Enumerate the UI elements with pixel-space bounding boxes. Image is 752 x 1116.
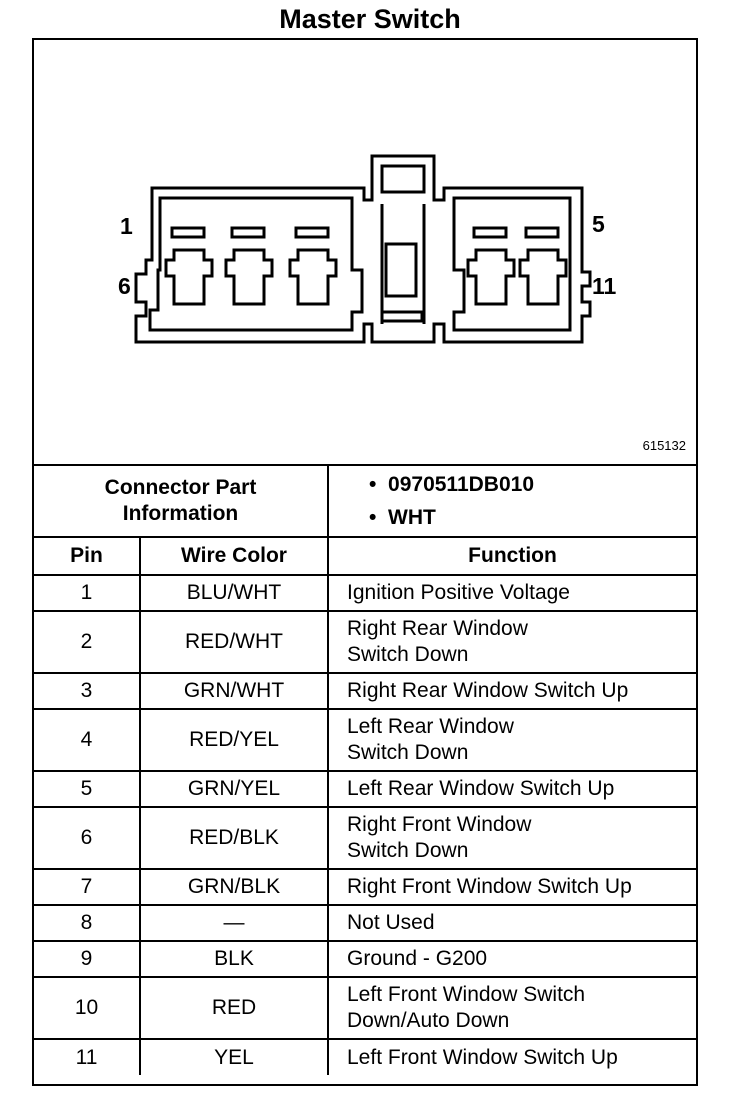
wire-color-cell: BLK	[139, 940, 329, 978]
header-wire-color: Wire Color	[139, 536, 329, 576]
function-line: Left Rear Window	[347, 715, 514, 738]
latch	[380, 164, 426, 194]
wire-color-cell: RED/YEL	[139, 708, 329, 772]
figure-number: 615132	[642, 438, 686, 453]
pin-cell: 4	[34, 708, 141, 772]
function-line: Down/Auto Down	[347, 1009, 510, 1032]
pin-label-11: 11	[592, 273, 617, 299]
function-line: Right Rear Window Switch Up	[347, 679, 629, 702]
function-line: Ground - G200	[347, 947, 488, 970]
wire-color-cell: RED	[139, 976, 329, 1040]
terminal-cavity	[518, 248, 568, 306]
part-number-text: 0970511DB010	[388, 473, 534, 496]
pin-cell: 11	[34, 1038, 141, 1075]
terminal-cavity	[384, 242, 418, 298]
pin-label-1: 1	[120, 213, 133, 239]
function-line: Not Used	[347, 911, 435, 934]
function-line: Left Rear Window Switch Up	[347, 777, 615, 800]
function-line: Left Front Window Switch Up	[347, 1045, 618, 1069]
terminal-bar	[380, 310, 424, 323]
function-cell: Right Rear Window Switch Up	[327, 672, 696, 710]
wire-color-cell: BLU/WHT	[139, 574, 329, 612]
terminal-cavity	[466, 248, 516, 306]
connector-info-row: Connector Part Information • 0970511DB01…	[34, 464, 696, 538]
connector-drawing	[134, 154, 592, 344]
terminal-cavity	[288, 248, 338, 306]
connector-info-label-line2: Information	[122, 502, 239, 525]
wire-color-cell: GRN/BLK	[139, 868, 329, 906]
bullet: •	[369, 473, 377, 496]
pin-label-6: 6	[118, 273, 131, 299]
connector-diagram-frame: 1 5 6 11 615132 Connector Part Informati…	[32, 38, 698, 1086]
pinout-table: Connector Part Information • 0970511DB01…	[34, 464, 696, 1075]
function-cell: Ground - G200	[327, 940, 696, 978]
wire-color-cell: RED/BLK	[139, 806, 329, 870]
pin-label-5: 5	[592, 211, 605, 237]
terminal-bar	[524, 226, 560, 239]
pin-cell: 6	[34, 806, 141, 870]
connector-color: • WHT	[369, 501, 696, 534]
wire-color-cell: YEL	[139, 1038, 329, 1075]
header-pin: Pin	[34, 536, 141, 576]
bullet: •	[369, 506, 377, 529]
page-title: Master Switch	[279, 4, 461, 34]
connector-info-values: • 0970511DB010 • WHT	[327, 464, 696, 538]
color-text: WHT	[388, 506, 436, 529]
terminal-bar	[170, 226, 206, 239]
wire-color-cell: GRN/YEL	[139, 770, 329, 808]
function-cell: Ignition Positive Voltage	[327, 574, 696, 612]
wire-color-cell: —	[139, 904, 329, 942]
pin-cell: 2	[34, 610, 141, 674]
function-cell: Left Rear Window Switch Up	[327, 770, 696, 808]
function-cell: Left Front Window Switch Up	[327, 1038, 696, 1075]
terminal-cavity	[164, 248, 214, 306]
pin-cell: 9	[34, 940, 141, 978]
pin-cell: 5	[34, 770, 141, 808]
wire-color-cell: GRN/WHT	[139, 672, 329, 710]
function-cell: Not Used	[327, 904, 696, 942]
function-line: Switch Down	[347, 741, 469, 764]
table-row: 8— Not Used	[34, 904, 696, 942]
connector-info-label-line1: Connector Part	[104, 476, 257, 499]
function-line: Switch Down	[347, 643, 469, 666]
pin-cell: 3	[34, 672, 141, 710]
terminal-bar	[472, 226, 508, 239]
pin-cell: 1	[34, 574, 141, 612]
function-line: Right Front Window	[347, 813, 532, 836]
connector-info-label: Connector Part Information	[34, 464, 329, 538]
terminal-bar	[294, 226, 330, 239]
connector-outline	[134, 154, 592, 344]
terminal-bar	[230, 226, 266, 239]
pin-cell: 8	[34, 904, 141, 942]
function-cell: Right Front Window Switch Up	[327, 868, 696, 906]
header-function: Function	[327, 536, 696, 576]
connector-part-number: • 0970511DB010	[369, 468, 696, 501]
pin-cell: 10	[34, 976, 141, 1040]
pin-cell: 7	[34, 868, 141, 906]
terminal-cavity	[224, 248, 274, 306]
connector-figure: 1 5 6 11 615132	[34, 40, 696, 464]
table-header-row: Pin Wire Color Function	[34, 536, 696, 576]
function-line: Switch Down	[347, 839, 469, 862]
function-line: Right Rear Window	[347, 617, 528, 640]
function-line: Ignition Positive Voltage	[347, 581, 570, 604]
function-line: Left Front Window Switch	[347, 983, 586, 1006]
wire-color-cell: RED/WHT	[139, 610, 329, 674]
connector-inner-outline	[148, 196, 364, 332]
function-line: Right Front Window Switch Up	[347, 875, 632, 898]
